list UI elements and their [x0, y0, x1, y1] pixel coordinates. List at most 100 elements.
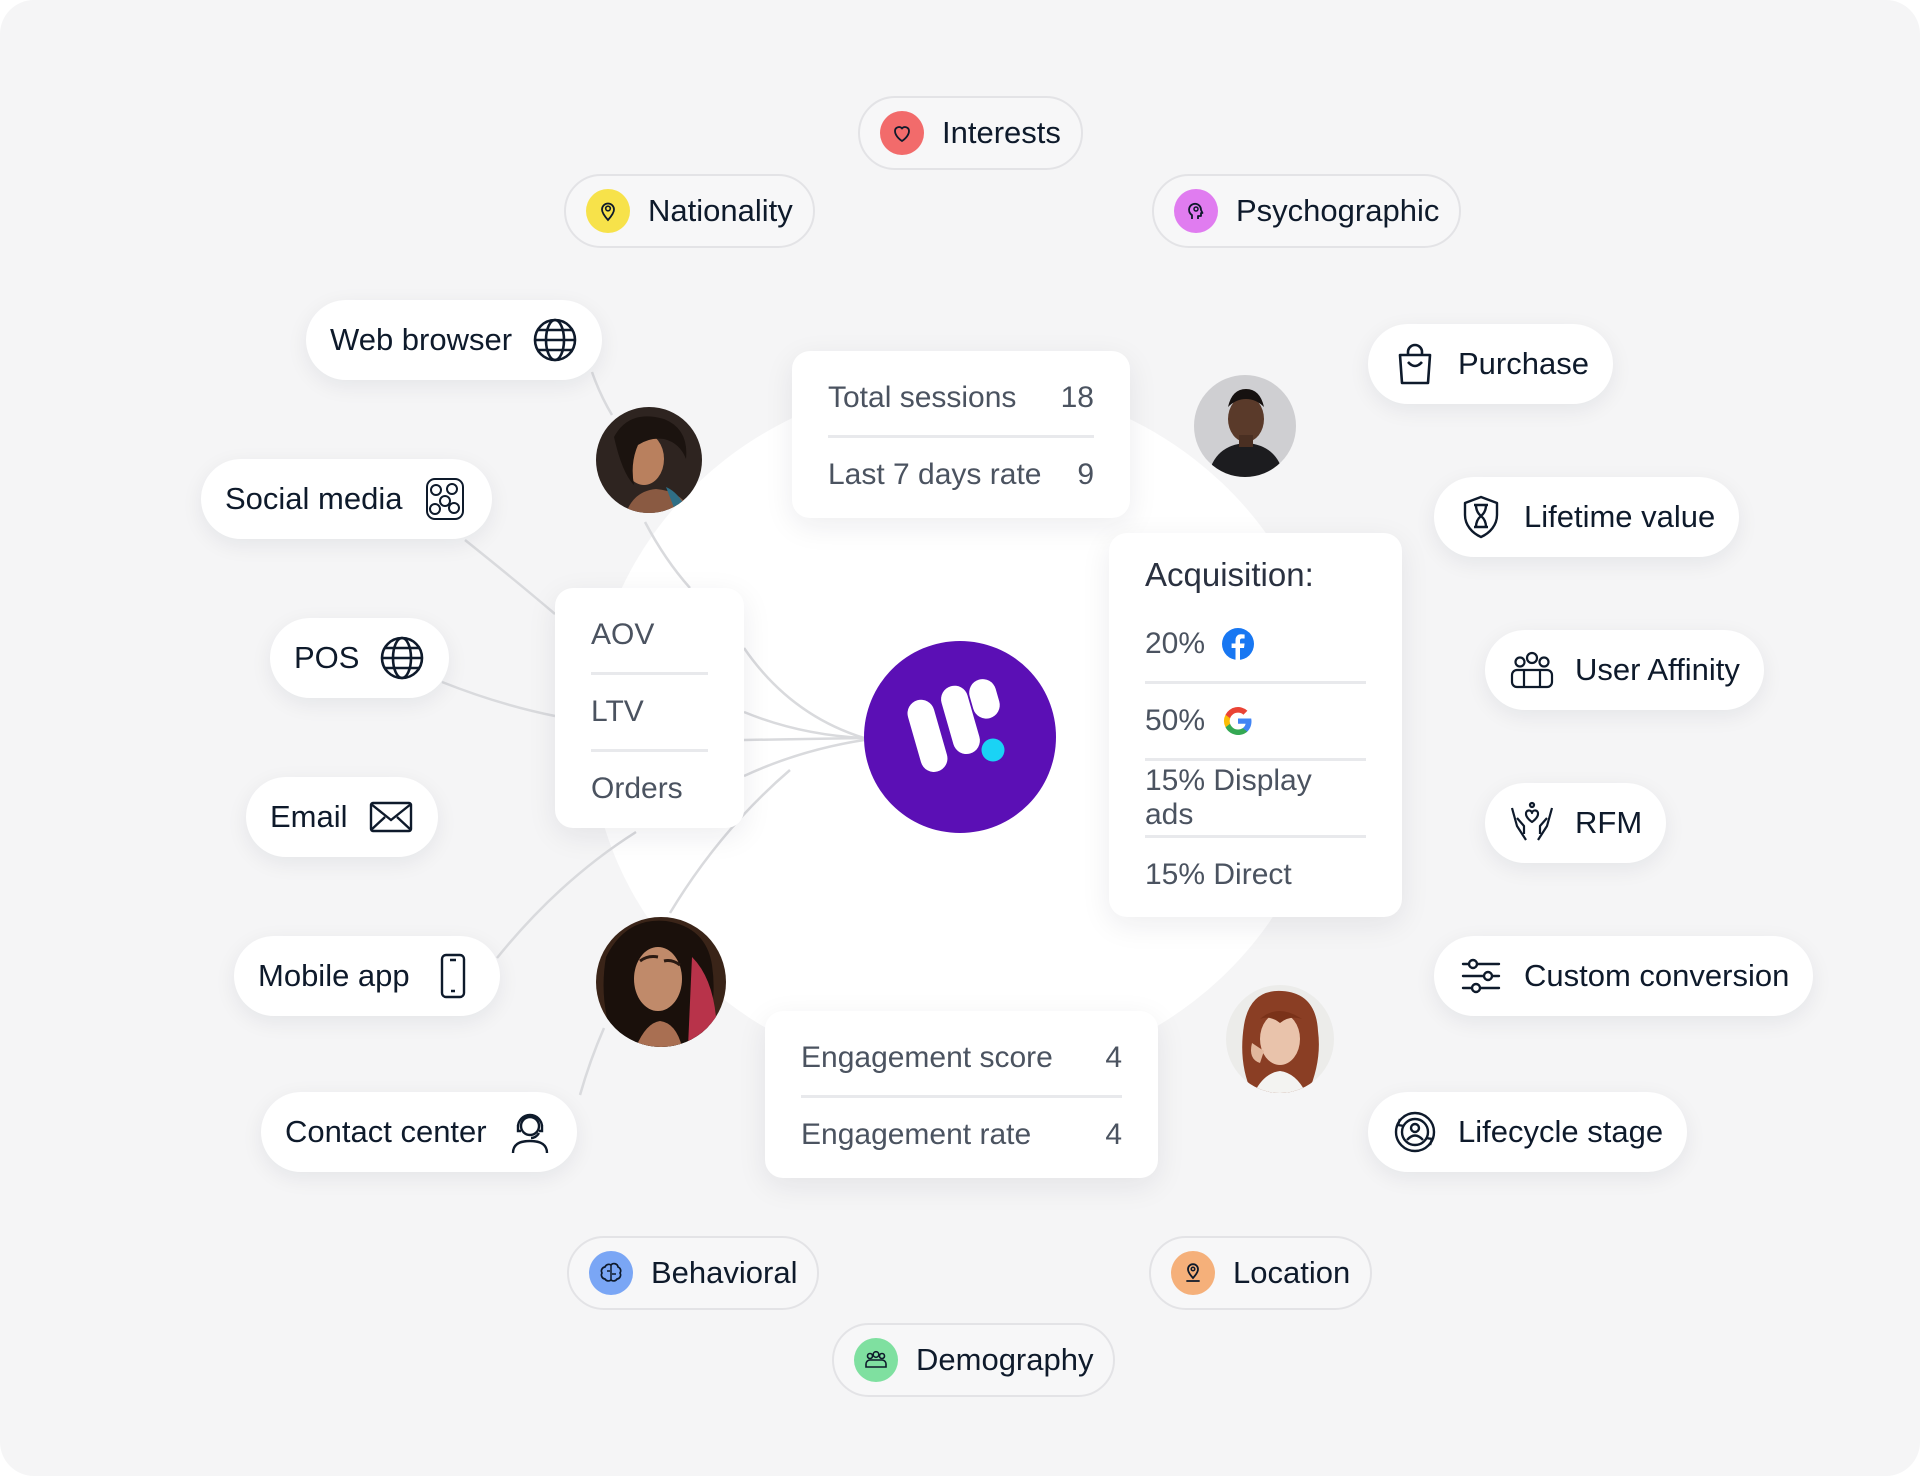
acquisition-value: 15% Display ads — [1145, 764, 1312, 831]
row-value: 4 — [1105, 1041, 1122, 1074]
sessions-card: Total sessions 18 Last 7 days rate 9 — [792, 351, 1130, 518]
link-avatar-metrics-bottom — [668, 769, 791, 914]
pill-rfm[interactable]: RFM — [1485, 783, 1667, 863]
link-orders-logo — [743, 738, 865, 778]
link-orders-logo-2 — [743, 736, 865, 742]
link-contact-center — [578, 1027, 606, 1096]
pill-label: POS — [294, 640, 360, 675]
facebook-icon — [1221, 627, 1255, 661]
row-label: Total sessions — [828, 381, 1017, 414]
acquisition-row: 20% — [1145, 607, 1366, 684]
acquisition-title: Acquisition: — [1145, 556, 1314, 593]
link-pos — [441, 680, 556, 718]
metric-row: AOV — [591, 598, 708, 675]
link-social-media — [464, 539, 556, 615]
envelope-icon — [368, 794, 414, 840]
location-pin-person-icon — [586, 189, 630, 233]
pill-custom-conversion[interactable]: Custom conversion — [1434, 936, 1814, 1016]
engagement-card: Engagement score 4 Engagement rate 4 — [765, 1011, 1158, 1178]
link-aov-logo — [742, 647, 865, 740]
shield-hourglass-icon — [1458, 494, 1504, 540]
row-value: 4 — [1105, 1118, 1122, 1151]
pill-mobile-app[interactable]: Mobile app — [234, 936, 500, 1016]
brand-logo-mark — [907, 679, 1005, 772]
avatar-woman-top-left — [596, 407, 702, 513]
pill-label: Psychographic — [1236, 193, 1440, 228]
google-icon — [1221, 704, 1255, 738]
pill-demography[interactable]: Demography — [832, 1323, 1116, 1397]
pill-label: Social media — [225, 481, 403, 516]
sessions-row: Total sessions 18 — [828, 361, 1094, 438]
cycle-user-icon — [1392, 1109, 1438, 1155]
heart-icon — [880, 111, 924, 155]
pill-label: Lifecycle stage — [1458, 1114, 1664, 1149]
smartphone-icon — [430, 953, 476, 999]
row-label: Last 7 days rate — [828, 458, 1042, 491]
pill-user-affinity[interactable]: User Affinity — [1485, 630, 1764, 710]
acquisition-value: 20% — [1145, 627, 1206, 660]
pill-label: Nationality — [648, 193, 793, 228]
globe-icon — [532, 317, 578, 363]
pill-pos[interactable]: POS — [270, 618, 450, 698]
pill-label: Behavioral — [651, 1255, 798, 1290]
sliders-icon — [1458, 953, 1504, 999]
pill-purchase[interactable]: Purchase — [1368, 324, 1613, 404]
pill-label: RFM — [1575, 805, 1643, 840]
pill-label: Mobile app — [258, 958, 410, 993]
pill-nationality[interactable]: Nationality — [564, 174, 815, 248]
brand-logo — [864, 641, 1056, 833]
pill-label: Web browser — [330, 322, 513, 357]
pill-interests[interactable]: Interests — [858, 96, 1083, 170]
link-ltv-logo — [743, 710, 865, 740]
pill-behavioral[interactable]: Behavioral — [567, 1236, 820, 1310]
pill-lifecycle-stage[interactable]: Lifecycle stage — [1368, 1092, 1688, 1172]
engagement-row: Engagement score 4 — [801, 1021, 1122, 1098]
metric-row: Orders — [591, 772, 683, 805]
sessions-row: Last 7 days rate 9 — [828, 438, 1094, 512]
metric-row: LTV — [591, 675, 708, 752]
pill-label: Demography — [916, 1342, 1094, 1377]
hands-heart-icon — [1509, 800, 1555, 846]
acquisition-value: 50% — [1145, 704, 1206, 737]
pill-location[interactable]: Location — [1149, 1236, 1373, 1310]
pill-label: Custom conversion — [1524, 958, 1790, 993]
pill-label: Location — [1233, 1255, 1351, 1290]
shopping-bag-icon — [1392, 341, 1438, 387]
acquisition-row: 15% Display ads — [1145, 761, 1366, 838]
pill-label: Email — [270, 799, 348, 834]
engagement-row: Engagement rate 4 — [801, 1098, 1122, 1172]
pill-psychographic[interactable]: Psychographic — [1152, 174, 1462, 248]
brain-icon — [589, 1251, 633, 1295]
pill-label: Contact center — [285, 1114, 487, 1149]
pill-social-media[interactable]: Social media — [201, 459, 493, 539]
pill-web-browser[interactable]: Web browser — [306, 300, 603, 380]
row-value: 18 — [1060, 381, 1094, 414]
pill-contact-center[interactable]: Contact center — [261, 1092, 577, 1172]
people-group-icon — [854, 1338, 898, 1382]
pill-label: Interests — [942, 115, 1061, 150]
pill-label: User Affinity — [1575, 652, 1740, 687]
row-label: Engagement score — [801, 1041, 1053, 1074]
link-avatar-metrics — [643, 521, 691, 589]
avatar-woman-bottom-left — [596, 917, 726, 1047]
acquisition-value: 15% Direct — [1145, 858, 1292, 891]
location-pin-icon — [1171, 1251, 1215, 1295]
link-web-browser — [590, 371, 614, 416]
user-group-icon — [1509, 647, 1555, 693]
link-mobile-app — [496, 830, 637, 959]
row-value: 9 — [1077, 458, 1094, 491]
acquisition-card: Acquisition: 20% 50% 15% Display ads 15%… — [1109, 533, 1402, 917]
pill-label: Purchase — [1458, 346, 1589, 381]
headset-agent-icon — [507, 1109, 553, 1155]
pill-email[interactable]: Email — [246, 777, 438, 857]
avatar-woman-bottom-right — [1226, 985, 1334, 1093]
pill-lifetime-value[interactable]: Lifetime value — [1434, 477, 1740, 557]
metrics-card: AOV LTV Orders — [555, 588, 744, 828]
head-gear-icon — [1174, 189, 1218, 233]
acquisition-row: 50% — [1145, 684, 1366, 761]
social-network-icon — [422, 476, 468, 522]
acquisition-row: 15% Direct — [1145, 838, 1366, 912]
row-label: Engagement rate — [801, 1118, 1032, 1151]
